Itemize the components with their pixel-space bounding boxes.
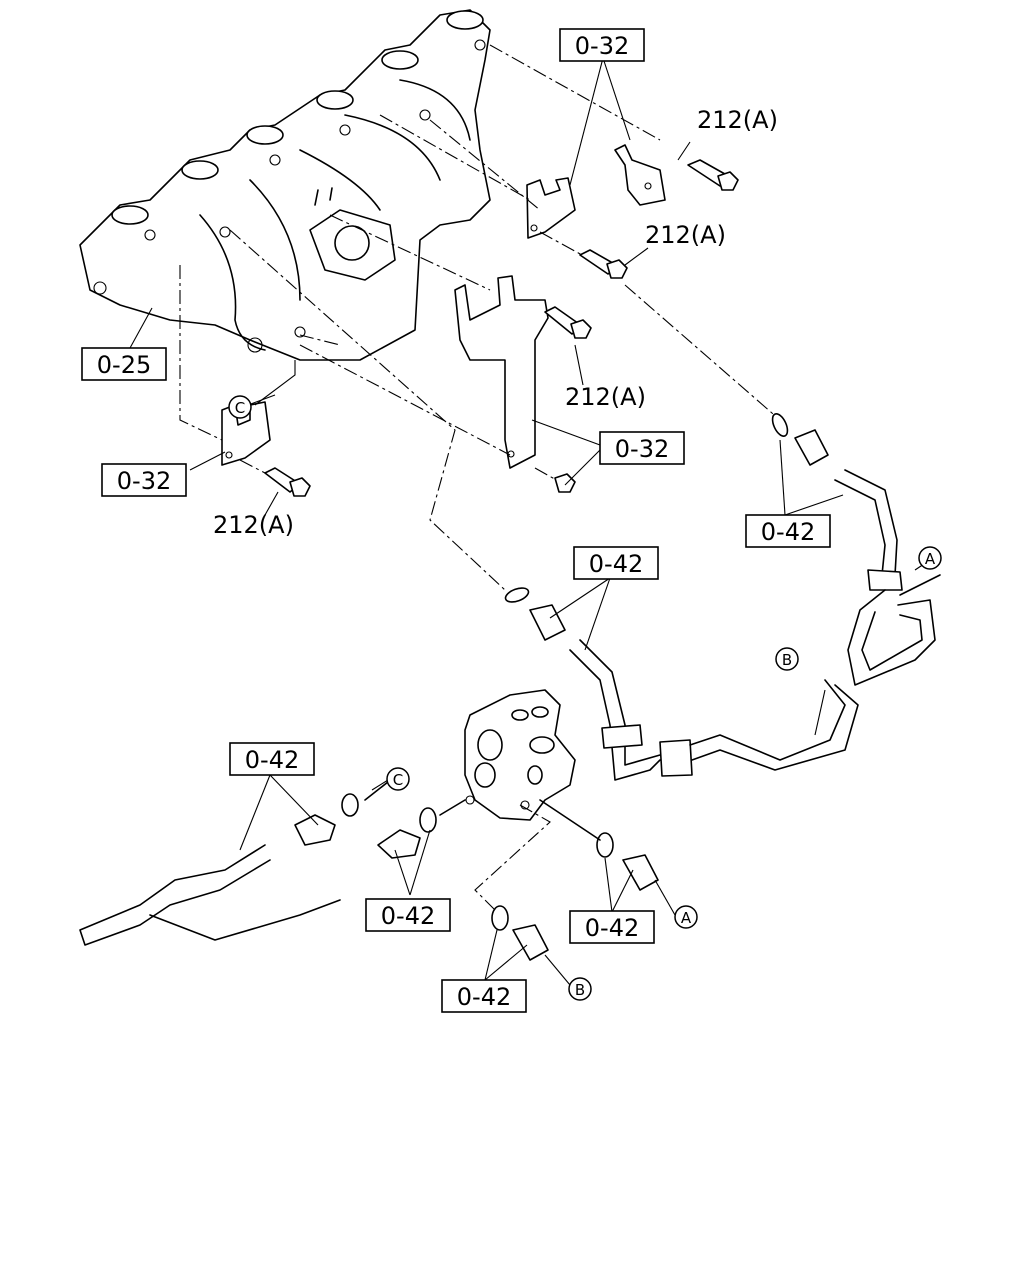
port-5 (381, 50, 419, 70)
bracket-mid (526, 177, 576, 239)
manifold (79, 9, 491, 361)
port-2 (181, 160, 219, 180)
fittings (294, 413, 829, 961)
svg-text:A: A (681, 909, 692, 927)
pipe-b (569, 639, 859, 781)
label-212a-3: 212(A) (565, 383, 646, 411)
label-0-42-mid: 0-42 (573, 546, 659, 580)
bracket-large (454, 275, 549, 469)
pipe-c (79, 844, 341, 946)
svg-text:0-42: 0-42 (457, 983, 511, 1011)
connector-a-lower: A (674, 905, 698, 929)
label-0-42-lower-right: 0-42 (569, 910, 655, 944)
label-0-32-right: 0-32 (599, 431, 685, 465)
port-1 (111, 205, 149, 225)
callout-leaders (129, 57, 931, 986)
label-0-42-center: 0-42 (365, 898, 451, 932)
bracket-upper-right (614, 144, 666, 206)
bolt-5 (264, 467, 311, 497)
label-0-42-left: 0-42 (229, 742, 315, 776)
label-0-42-right: 0-42 (745, 514, 831, 548)
svg-text:0-42: 0-42 (761, 518, 815, 546)
bolt-2 (579, 249, 628, 279)
label-0-32-top: 0-32 (559, 28, 645, 62)
svg-text:0-32: 0-32 (117, 467, 171, 495)
connector-c-upper: C (228, 395, 252, 419)
connector-a-upper: A (918, 546, 942, 570)
connector-c-lower: C (386, 767, 410, 791)
pipe-a (834, 469, 941, 686)
connector-b-lower: B (568, 977, 592, 1001)
port-3 (246, 125, 284, 145)
svg-text:0-42: 0-42 (585, 914, 639, 942)
label-212a-4: 212(A) (213, 511, 294, 539)
label-0-25: 0-25 (81, 347, 167, 381)
svg-text:0-32: 0-32 (615, 435, 669, 463)
svg-text:0-32: 0-32 (575, 32, 629, 60)
label-212a-2: 212(A) (645, 221, 726, 249)
label-0-42-bottom: 0-42 (441, 979, 527, 1013)
svg-text:0-42: 0-42 (245, 746, 299, 774)
svg-text:0-42: 0-42 (589, 550, 643, 578)
bolt-4 (534, 467, 576, 493)
port-6 (446, 10, 484, 30)
bolt-1 (687, 159, 739, 191)
svg-text:C: C (235, 399, 245, 417)
label-0-32-left: 0-32 (101, 463, 187, 497)
port-4 (316, 90, 354, 110)
svg-text:0-25: 0-25 (97, 351, 151, 379)
svg-text:B: B (575, 981, 585, 999)
label-212a-1: 212(A) (697, 106, 778, 134)
svg-text:C: C (393, 771, 403, 789)
svg-text:0-42: 0-42 (381, 902, 435, 930)
bolt-3 (544, 306, 592, 339)
svg-text:A: A (925, 550, 936, 568)
dashed-leaders (179, 44, 781, 591)
valve-body (464, 689, 576, 821)
connector-b-upper: B (775, 647, 799, 671)
svg-text:B: B (782, 651, 792, 669)
